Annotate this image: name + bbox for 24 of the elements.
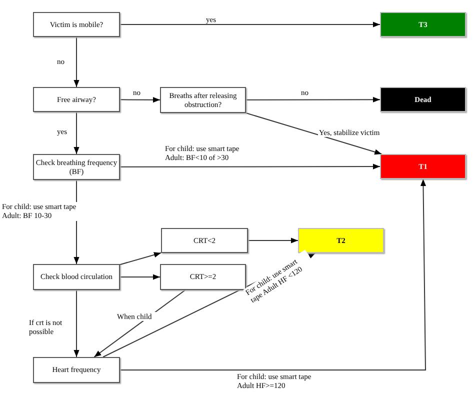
process-box [33,12,120,37]
arrow [74,36,80,88]
arrow [120,178,426,370]
arrow [246,96,380,102]
arrow [74,290,80,358]
process-box [160,264,246,290]
arrow [120,252,162,266]
process-box [33,87,120,112]
process-box [33,264,120,290]
triage-category-box [298,228,384,253]
triage-category-box [380,12,466,37]
arrow [120,22,380,28]
arrow [120,164,380,170]
arrow [94,290,186,358]
arrow [248,238,298,244]
arrow [74,112,80,154]
triage-category-box [380,87,466,112]
arrow [120,274,160,280]
process-box [160,87,246,113]
process-box [161,228,248,253]
arrow [120,97,160,103]
arrow [246,112,382,155]
triage-category-box [380,154,466,179]
process-box [33,357,120,383]
